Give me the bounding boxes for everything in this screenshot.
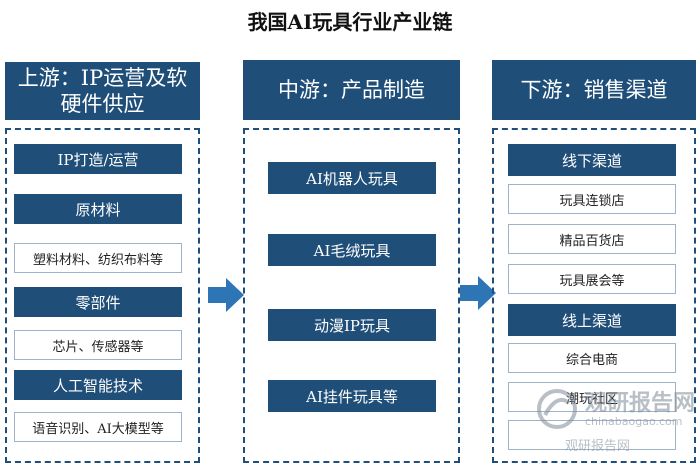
downstream-box xyxy=(492,128,696,463)
upstream-item-parts: 零部件 xyxy=(14,287,182,317)
midstream-box xyxy=(243,128,460,463)
upstream-box xyxy=(5,128,200,463)
arrow-right-icon xyxy=(460,276,496,310)
midstream-item-pendant: AI挂件玩具等 xyxy=(268,380,436,412)
downstream-item-offline: 线下渠道 xyxy=(508,144,676,176)
downstream-item-more xyxy=(508,420,676,450)
upstream-item-materials-detail: 塑料材料、纺织布料等 xyxy=(14,243,182,273)
upstream-item-ai-tech: 人工智能技术 xyxy=(14,370,182,400)
downstream-item-toy-chain: 玩具连锁店 xyxy=(508,184,676,214)
upstream-item-ai-tech-detail: 语音识别、AI大模型等 xyxy=(14,412,182,442)
upstream-item-ip: IP打造/运营 xyxy=(14,144,182,174)
midstream-item-plush: AI毛绒玩具 xyxy=(268,234,436,266)
upstream-item-materials: 原材料 xyxy=(14,194,182,224)
upstream-heading: 上游：IP运营及软硬件供应 xyxy=(5,62,200,120)
downstream-heading: 下游：销售渠道 xyxy=(492,60,696,120)
diagram-title: 我国AI玩具行业产业链 xyxy=(247,10,453,34)
downstream-item-online: 线上渠道 xyxy=(508,304,676,336)
upstream-item-parts-detail: 芯片、传感器等 xyxy=(14,330,182,360)
downstream-item-trendy-community: 潮玩社区 xyxy=(508,382,676,412)
arrow-right-icon xyxy=(208,278,244,312)
downstream-item-toy-fair: 玩具展会等 xyxy=(508,264,676,294)
midstream-heading: 中游：产品制造 xyxy=(243,60,460,120)
midstream-item-anime-ip: 动漫IP玩具 xyxy=(268,309,436,341)
downstream-item-ecommerce: 综合电商 xyxy=(508,343,676,373)
midstream-item-robot: AI机器人玩具 xyxy=(268,162,436,194)
downstream-item-boutique: 精品百货店 xyxy=(508,224,676,254)
